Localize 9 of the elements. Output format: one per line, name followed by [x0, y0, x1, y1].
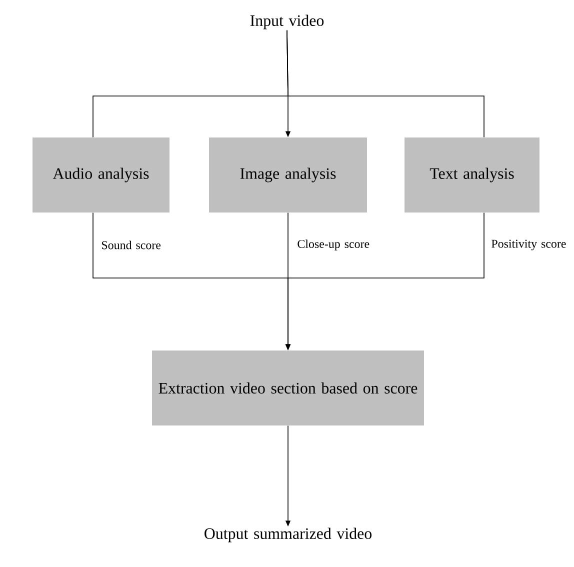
- process-box: Image analysis: [209, 138, 367, 212]
- io-label: Output summarized video: [204, 528, 372, 542]
- edge-label: Positivity score: [492, 240, 566, 250]
- process-box: Extraction video section based on score: [152, 350, 424, 426]
- io-label: Input video: [250, 14, 324, 30]
- edge-label: Close-up score: [298, 240, 370, 250]
- edge-label: Sound score: [102, 240, 161, 250]
- process-box: Audio analysis: [32, 138, 170, 212]
- process-box: Text analysis: [404, 138, 540, 212]
